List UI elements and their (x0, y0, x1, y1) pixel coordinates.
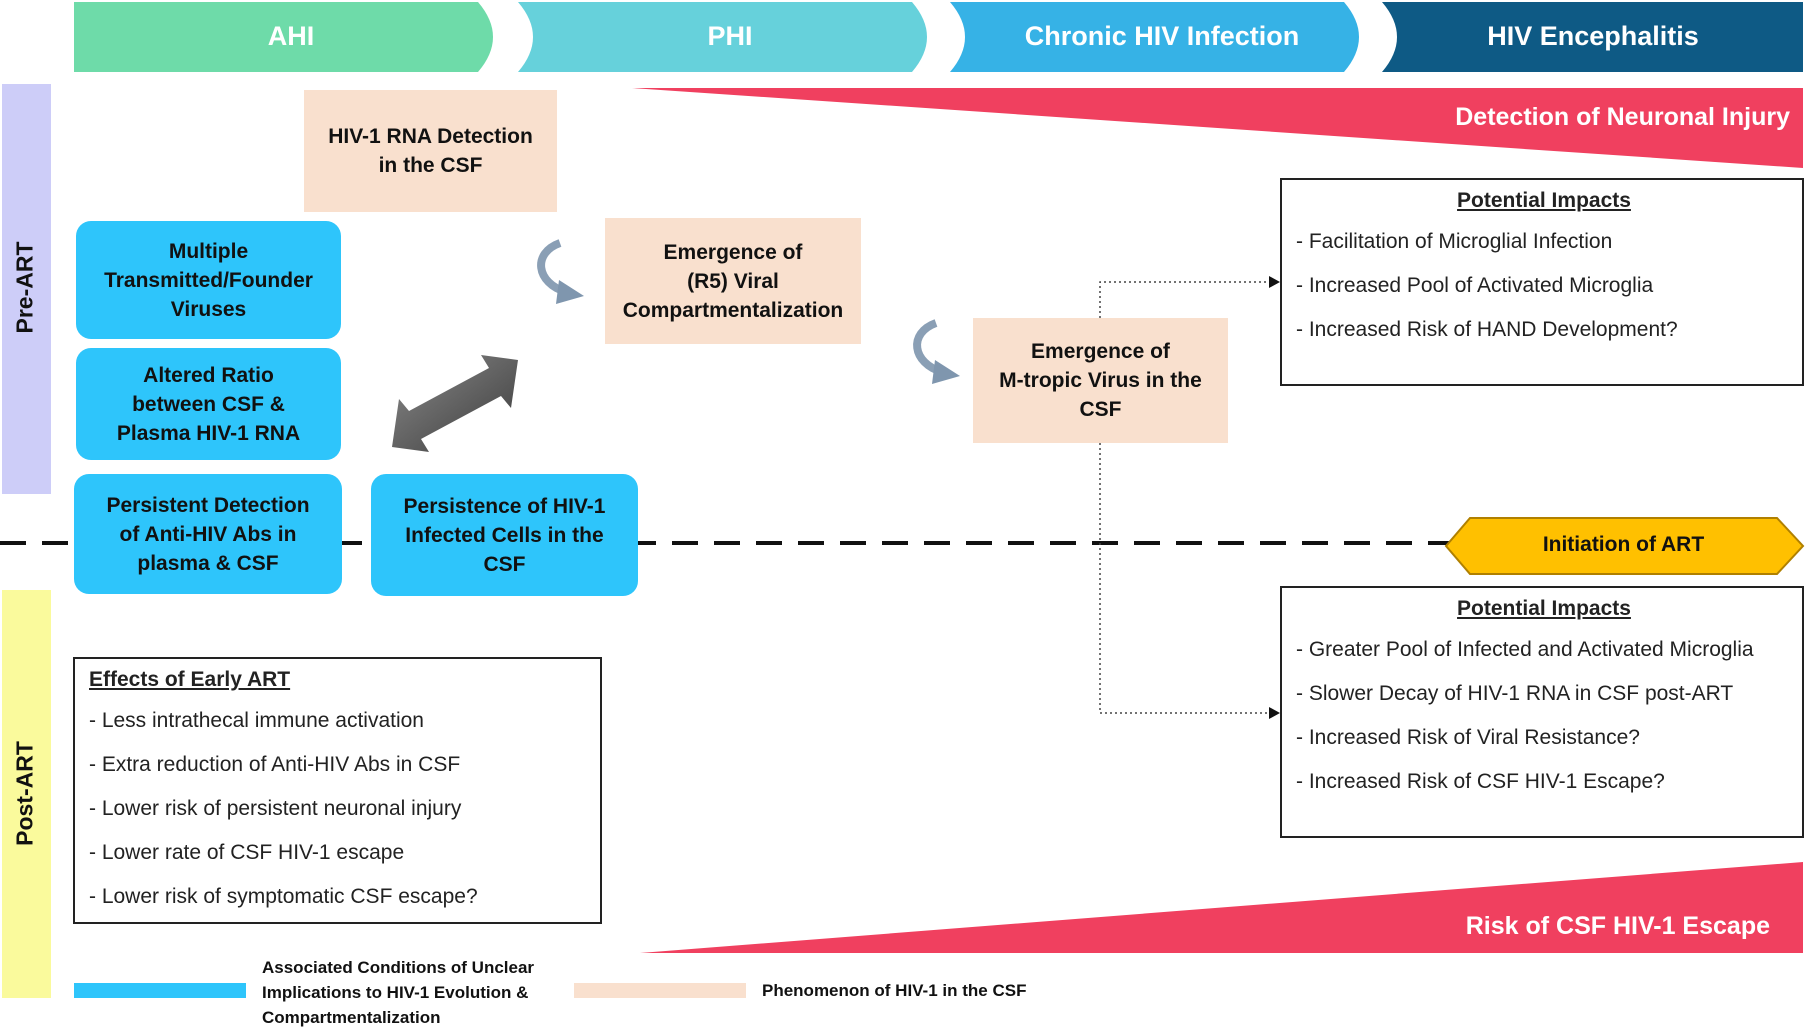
initiation-art-hexagon (1444, 517, 1805, 575)
impacts-post-item-2: - Slower Decay of HIV-1 RNA in CSF post-… (1296, 682, 1734, 705)
post-art-bar (2, 590, 51, 998)
impacts-post-item-1: - Greater Pool of Infected and Activated… (1296, 638, 1754, 661)
early-art-item-5: - Lower risk of symptomatic CSF escape? (89, 885, 478, 908)
phase-label-ahi: AHI (267, 21, 315, 51)
persistent-abs-box: Persistent Detection of Anti-HIV Abs in pl… (74, 474, 342, 594)
rna-detection-line-2: in the CSF (378, 154, 483, 177)
neuronal-injury-label: Detection of Neuronal Injury (1455, 103, 1790, 131)
legend-peach-label: Phenomenon of HIV-1 in the CSF (762, 981, 1027, 1000)
impacts-pre-item-3: - Increased Risk of HAND Development? (1296, 318, 1678, 341)
r5-comp-line-3: Compartmentalization (622, 298, 844, 322)
impacts-post-title: Potential Impacts (1457, 597, 1631, 620)
legend-blue-line-1: Associated Conditions of Unclear (262, 958, 535, 977)
csf-escape-label: Risk of CSF HIV-1 Escape (1465, 912, 1770, 940)
early-art-item-4: - Lower rate of CSF HIV-1 escape (89, 841, 405, 864)
connector-post (1099, 443, 1272, 714)
altered-ratio-line-3: Plasma HIV-1 RNA (116, 421, 301, 445)
impacts-pre-item-1: - Facilitation of Microglial Infection (1296, 230, 1613, 253)
post-art-label: Post-ART (11, 741, 38, 846)
legend-blue-line-2: Implications to HIV-1 Evolution & (262, 983, 529, 1002)
m-tropic-line-1: Emergence of (1031, 340, 1170, 363)
connector-post-head (1269, 707, 1280, 719)
r5-comp-line-2: (R5) Viral (687, 269, 779, 293)
curved-arrow-2-head (932, 360, 960, 384)
csf-escape-wedge (640, 862, 1803, 953)
curved-arrow-1 (537, 239, 568, 296)
connector-pre-head (1269, 276, 1280, 288)
phase-chevron-phi (518, 2, 927, 72)
altered-ratio-line-2: between CSF & (132, 392, 285, 416)
impacts-pre-panel: Potential Impacts - Facilitation of Micr… (1280, 178, 1804, 386)
double-arrow (392, 355, 518, 452)
multiple-tf-line-1: Multiple (168, 239, 249, 263)
phase-chevron-ahi (74, 2, 493, 72)
m-tropic-line-2: M-tropic Virus in the (999, 369, 1202, 392)
legend-blue-label: Associated Conditions of Unclear Implica… (262, 955, 582, 1030)
multiple-tf-line-2: Transmitted/Founder (104, 268, 313, 292)
curved-arrow-1-head (556, 280, 584, 304)
impacts-post-item-3: - Increased Risk of Viral Resistance? (1296, 726, 1640, 749)
pre-art-bar (2, 84, 51, 494)
persistent-abs-line-3: plasma & CSF (137, 551, 279, 575)
persistence-cells-line-2: Infected Cells in the (405, 523, 604, 547)
phase-label-phi: PHI (707, 21, 753, 51)
multiple-tf-line-3: Viruses (170, 297, 247, 321)
impacts-post-item-4: - Increased Risk of CSF HIV-1 Escape? (1296, 770, 1665, 793)
persistent-abs-line-1: Persistent Detection (106, 493, 310, 517)
curved-arrow-2 (913, 319, 944, 376)
early-art-item-3: - Lower risk of persistent neuronal inju… (89, 797, 462, 820)
pre-art-label: Pre-ART (11, 241, 38, 334)
rna-detection-box: HIV-1 RNA Detection in the CSF (304, 90, 557, 212)
phase-label-chronic: Chronic HIV Infection (1024, 21, 1300, 51)
initiation-art-label: Initiation of ART (1542, 533, 1705, 556)
persistent-abs-line-2: of Anti-HIV Abs in (119, 522, 297, 546)
neuronal-injury-wedge (632, 88, 1803, 168)
legend-blue-swatch (74, 983, 246, 998)
r5-comp-line-1: Emergence of (663, 240, 803, 264)
early-art-panel: Effects of Early ART - Less intrathecal … (73, 657, 602, 924)
phase-chevron-chronic (950, 2, 1359, 72)
m-tropic-line-3: CSF (1079, 398, 1122, 421)
persistence-cells-line-3: CSF (483, 552, 526, 576)
impacts-post-panel: Potential Impacts - Greater Pool of Infe… (1280, 586, 1804, 838)
persistence-cells-line-1: Persistence of HIV-1 (403, 494, 606, 518)
altered-ratio-line-1: Altered Ratio (143, 363, 274, 387)
early-art-title: Effects of Early ART (89, 668, 291, 691)
early-art-item-1: - Less intrathecal immune activation (89, 709, 424, 732)
impacts-pre-item-2: - Increased Pool of Activated Microglia (1296, 274, 1654, 297)
connector-pre (1099, 281, 1272, 318)
altered-ratio-box: Altered Ratio between CSF & Plasma HIV-1 R… (76, 348, 341, 460)
phase-label-encephalitis: HIV Encephalitis (1487, 21, 1699, 51)
early-art-item-2: - Extra reduction of Anti-HIV Abs in CSF (89, 753, 461, 776)
legend-blue-line-3: Compartmentalization (262, 1008, 441, 1027)
impacts-pre-title: Potential Impacts (1457, 189, 1631, 212)
rna-detection-line-1: HIV-1 RNA Detection (328, 125, 533, 148)
phase-chevron-encephalitis (1382, 2, 1803, 72)
legend-peach-swatch (574, 983, 746, 998)
